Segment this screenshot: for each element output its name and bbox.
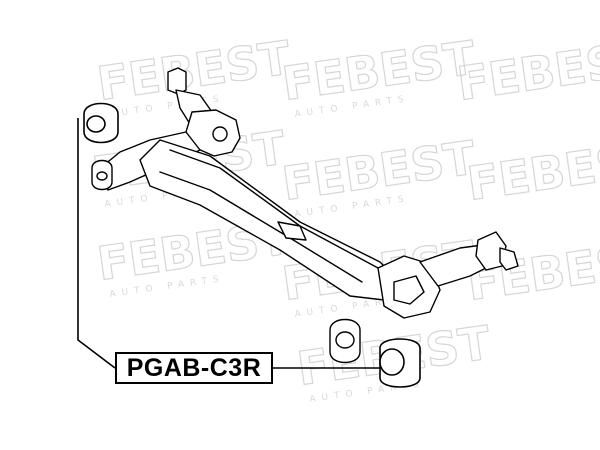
cross-beam-flange	[159, 171, 363, 283]
cross-beam-edge	[169, 149, 379, 269]
left-arm-eye-bore	[96, 171, 108, 181]
leader-line-left	[77, 118, 116, 369]
watermark-brand: FEBEST	[464, 130, 600, 211]
left-bracket-hole	[212, 126, 228, 142]
bottom-right-bushing-face	[379, 348, 405, 376]
right-hub-flange	[475, 231, 507, 271]
top-left-bushing-face	[86, 115, 106, 133]
rear-axle-beam-drawing	[91, 67, 519, 364]
part-number-text: PGAB-C3R	[126, 353, 262, 382]
watermark-brand: FEBEST	[454, 30, 600, 111]
beam-notch	[277, 221, 307, 241]
part-number-label: PGAB-C3R	[115, 352, 273, 384]
bushing-parts	[83, 102, 421, 388]
left-stub-axle	[167, 67, 187, 95]
right-bracket-pocket	[393, 275, 425, 305]
callout-leaders	[77, 118, 380, 369]
installed-bushing-face	[335, 331, 355, 349]
right-stub-axle	[499, 247, 519, 271]
